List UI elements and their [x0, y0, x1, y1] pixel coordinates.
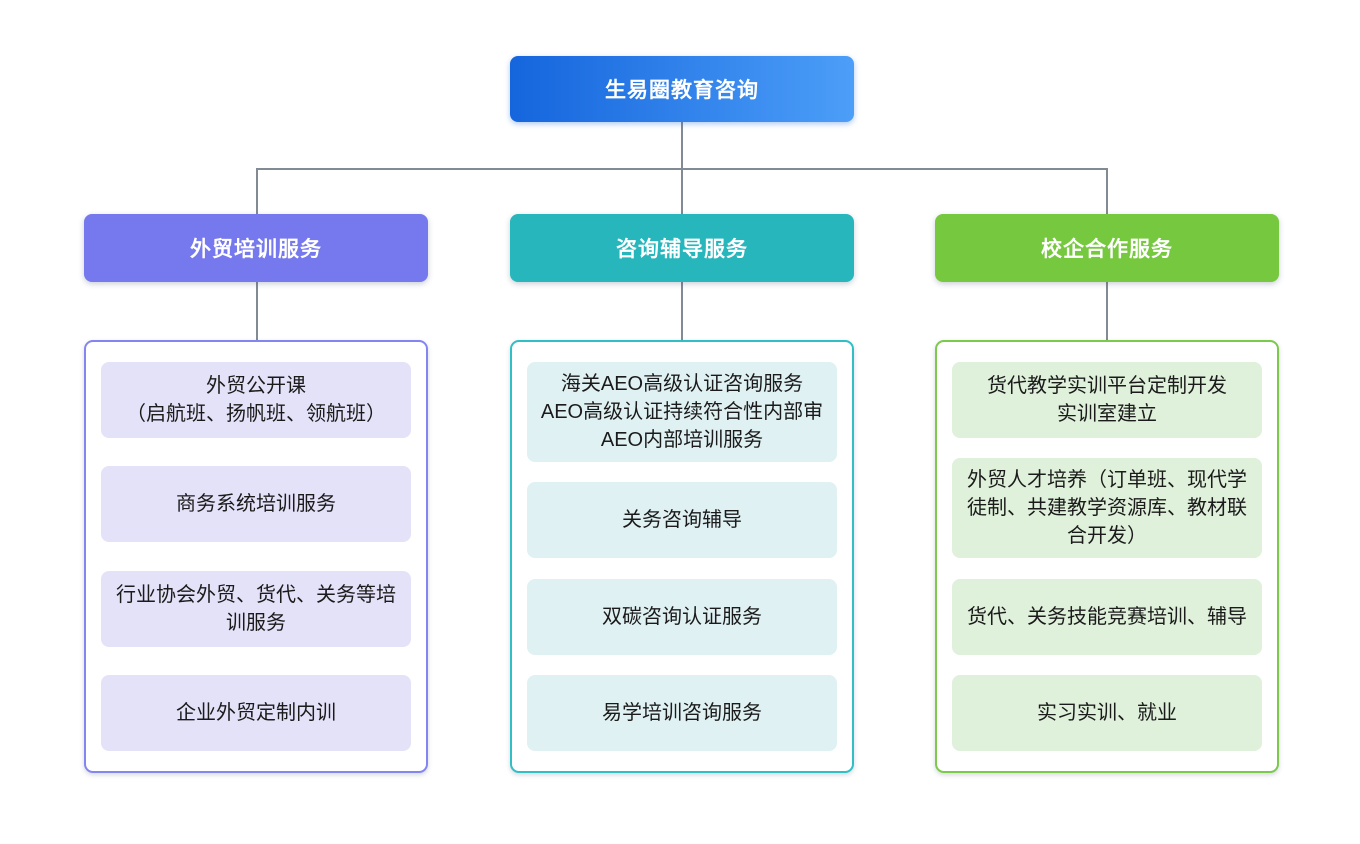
connector-header-box-1 [256, 282, 258, 340]
root-node[interactable]: 生易圈教育咨询 [510, 56, 854, 122]
branch-header-foreign-trade-training[interactable]: 外贸培训服务 [84, 214, 428, 282]
branch-container-foreign-trade-training: 外贸公开课 （启航班、扬帆班、领航班） 商务系统培训服务 行业协会外贸、货代、关… [84, 340, 428, 773]
connector-drop-branch-1 [256, 168, 258, 214]
service-item[interactable]: 货代、关务技能竞赛培训、辅导 [952, 578, 1262, 655]
service-item[interactable]: 货代教学实训平台定制开发 实训室建立 [952, 362, 1262, 438]
connector-drop-branch-2 [681, 168, 683, 214]
connector-drop-branch-3 [1106, 168, 1108, 214]
branch-header-school-enterprise[interactable]: 校企合作服务 [935, 214, 1279, 282]
service-item[interactable]: 外贸人才培养（订单班、现代学徒制、共建教学资源库、教材联合开发） [952, 458, 1262, 559]
connector-header-box-2 [681, 282, 683, 340]
service-item[interactable]: 行业协会外贸、货代、关务等培训服务 [101, 570, 411, 647]
service-item[interactable]: 实习实训、就业 [952, 674, 1262, 751]
service-item[interactable]: 关务咨询辅导 [527, 482, 837, 559]
service-item[interactable]: 易学培训咨询服务 [527, 674, 837, 751]
service-item[interactable]: 海关AEO高级认证咨询服务 AEO高级认证持续符合性内部审 AEO内部培训服务 [527, 362, 837, 462]
service-item[interactable]: 企业外贸定制内训 [101, 674, 411, 751]
branch-header-consulting-coaching[interactable]: 咨询辅导服务 [510, 214, 854, 282]
service-item[interactable]: 外贸公开课 （启航班、扬帆班、领航班） [101, 362, 411, 438]
service-item[interactable]: 双碳咨询认证服务 [527, 578, 837, 655]
service-item[interactable]: 商务系统培训服务 [101, 466, 411, 543]
branch-container-consulting-coaching: 海关AEO高级认证咨询服务 AEO高级认证持续符合性内部审 AEO内部培训服务 … [510, 340, 854, 773]
branch-container-school-enterprise: 货代教学实训平台定制开发 实训室建立 外贸人才培养（订单班、现代学徒制、共建教学… [935, 340, 1279, 773]
connector-root-drop [681, 122, 683, 168]
connector-header-box-3 [1106, 282, 1108, 340]
